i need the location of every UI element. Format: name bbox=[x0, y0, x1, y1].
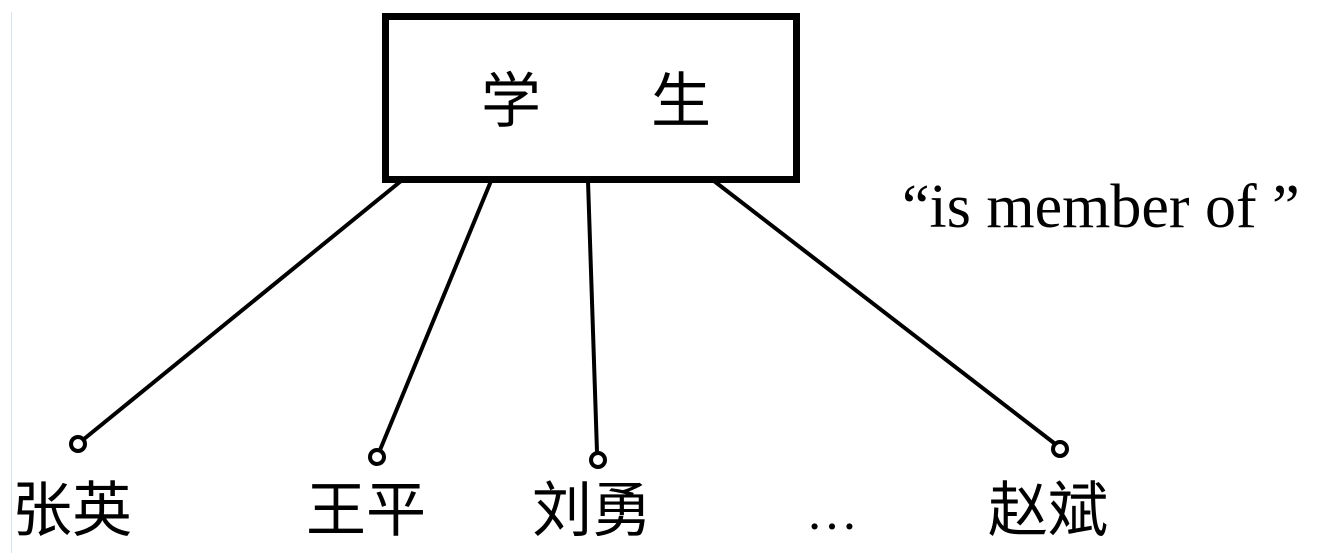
link-end-circle-icon bbox=[69, 435, 87, 453]
ellipsis-label: … bbox=[806, 484, 860, 541]
link-liuyong bbox=[586, 179, 599, 454]
entity-label-char: 学 bbox=[481, 67, 541, 137]
link-end-circle-icon bbox=[368, 448, 386, 466]
link-wangping bbox=[378, 179, 493, 452]
member-label: 张英 bbox=[12, 476, 132, 546]
member-label: 王平 bbox=[306, 476, 426, 546]
relation-label: “is member of ” bbox=[902, 173, 1300, 241]
link-end-circle-icon bbox=[589, 451, 607, 469]
link-end-circle-icon bbox=[1051, 440, 1069, 458]
link-zhangying bbox=[82, 179, 403, 441]
entity-label-char: 生 bbox=[651, 67, 711, 137]
member-label: 刘勇 bbox=[532, 476, 652, 546]
entity-box-student: 学 生 bbox=[382, 13, 800, 183]
link-zhaobin bbox=[712, 179, 1056, 445]
left-border-line bbox=[11, 12, 12, 553]
member-label: 赵斌 bbox=[988, 476, 1108, 546]
